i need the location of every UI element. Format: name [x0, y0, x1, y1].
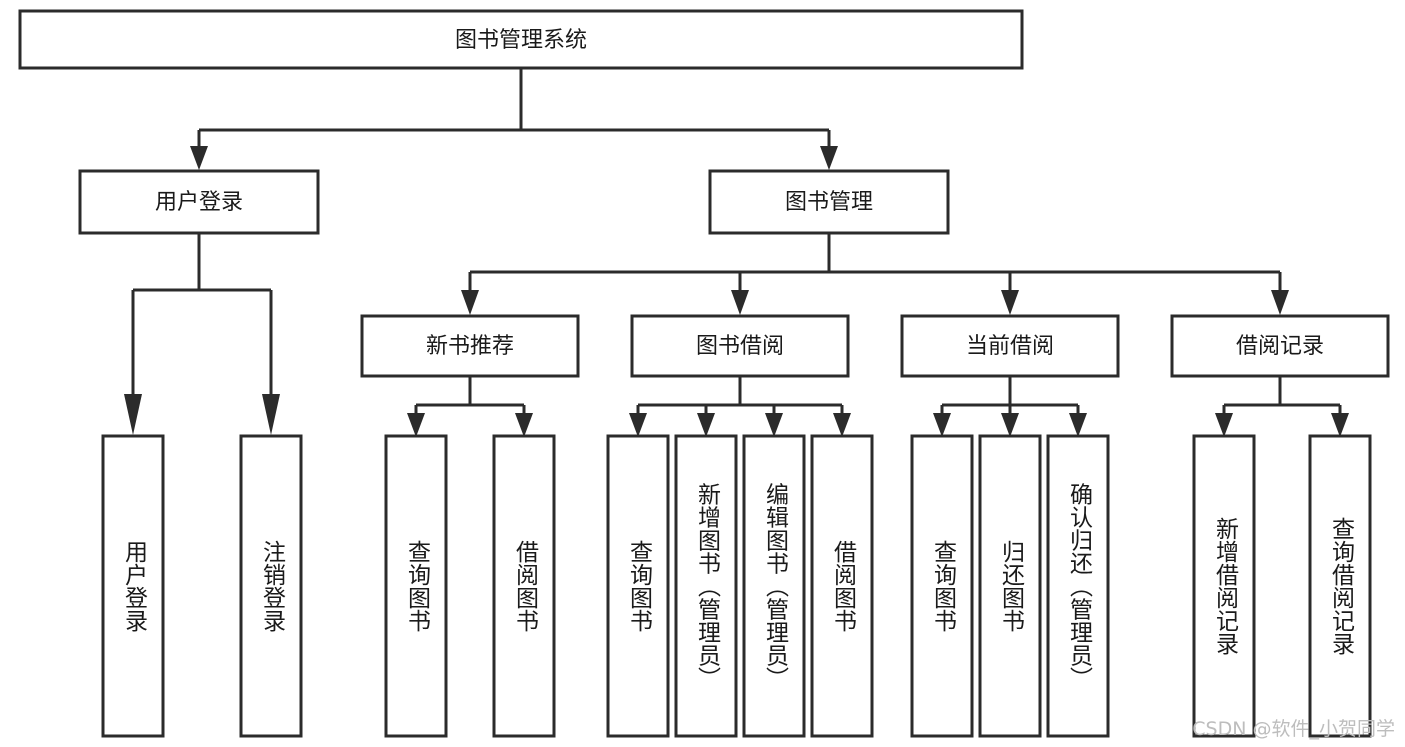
leaf-record-add-label: 新增借阅记录 — [1212, 517, 1240, 655]
leaf-user-login-logout-box[interactable] — [239, 434, 303, 738]
leaf-current-return[interactable]: 归还图书 — [978, 434, 1042, 738]
arrowhead-cb-leaf1 — [933, 413, 951, 437]
node-new-book-recommend-box[interactable] — [360, 314, 580, 378]
arrowhead-user-login — [190, 146, 208, 170]
leaf-current-return-label: 归还图书 — [998, 540, 1026, 632]
node-book-management-label: 图书管理 — [785, 190, 873, 215]
arrowhead-bb-leaf3 — [765, 413, 783, 437]
arrowhead-current — [1001, 290, 1019, 315]
leaf-current-query-label: 查询图书 — [930, 540, 958, 632]
leaf-borrow-query-box[interactable] — [606, 434, 670, 738]
leaf-record-query[interactable]: 查询借阅记录 — [1308, 434, 1372, 738]
leaf-newbook-query[interactable]: 查询图书 — [384, 434, 448, 738]
leaf-current-confirm-return-label: 确认归还（管理员） — [1066, 483, 1094, 690]
leaf-record-query-label: 查询借阅记录 — [1328, 517, 1356, 655]
leaf-user-login-login-label: 用户登录 — [121, 540, 149, 632]
node-book-borrow[interactable]: 图书借阅 — [630, 314, 850, 378]
arrowhead-leaf-user-login — [124, 394, 142, 435]
node-user-login-label: 用户登录 — [155, 190, 243, 215]
node-user-login[interactable]: 用户登录 — [78, 169, 320, 235]
leaf-user-login-login[interactable]: 用户登录 — [101, 434, 165, 738]
connector-layer — [124, 68, 1349, 437]
arrowhead-nb-leaf2 — [515, 413, 533, 437]
leaf-record-query-box[interactable] — [1308, 434, 1372, 738]
leaf-current-confirm-return[interactable]: 确认归还（管理员） — [1046, 434, 1110, 738]
node-current-borrow[interactable]: 当前借阅 — [900, 314, 1120, 378]
arrowhead-borrow — [731, 290, 749, 315]
leaf-borrow-query[interactable]: 查询图书 — [606, 434, 670, 738]
leaf-record-add-box[interactable] — [1192, 434, 1256, 738]
leaf-borrow-edit-box[interactable] — [742, 434, 806, 738]
leaf-borrow-query-label: 查询图书 — [626, 540, 654, 632]
leaf-current-query[interactable]: 查询图书 — [910, 434, 974, 738]
leaf-borrow-add-label: 新增图书（管理员） — [694, 483, 722, 690]
node-borrow-record[interactable]: 借阅记录 — [1170, 314, 1390, 378]
leaf-borrow-lend[interactable]: 借阅图书 — [810, 434, 874, 738]
arrowhead-cb-leaf2 — [1001, 413, 1019, 437]
leaf-newbook-query-box[interactable] — [384, 434, 448, 738]
leaf-borrow-edit-label: 编辑图书（管理员） — [762, 483, 790, 690]
node-book-borrow-box[interactable] — [630, 314, 850, 378]
node-book-management[interactable]: 图书管理 — [708, 169, 950, 235]
arrowhead-bb-leaf4 — [833, 413, 851, 437]
node-root[interactable]: 图书管理系统 — [18, 9, 1024, 70]
leaf-user-login-logout[interactable]: 注销登录 — [239, 434, 303, 738]
arrowhead-br-leaf2 — [1331, 413, 1349, 437]
csdn-watermark: CSDN @软件_小贺同学 — [1192, 718, 1395, 740]
node-new-book-recommend[interactable]: 新书推荐 — [360, 314, 580, 378]
leaf-newbook-borrow-label: 借阅图书 — [512, 540, 540, 632]
leaf-borrow-add-box[interactable] — [674, 434, 738, 738]
arrowhead-nb-leaf1 — [407, 413, 425, 437]
leaf-user-login-login-box[interactable] — [101, 434, 165, 738]
arrowhead-br-leaf1 — [1215, 413, 1233, 437]
leaf-borrow-lend-label: 借阅图书 — [830, 540, 858, 632]
node-borrow-record-box[interactable] — [1170, 314, 1390, 378]
arrowhead-cb-leaf3 — [1069, 413, 1087, 437]
leaf-borrow-edit[interactable]: 编辑图书（管理员） — [742, 434, 806, 738]
leaf-borrow-add[interactable]: 新增图书（管理员） — [674, 434, 738, 738]
leaf-newbook-borrow-box[interactable] — [492, 434, 556, 738]
leaf-newbook-borrow[interactable]: 借阅图书 — [492, 434, 556, 738]
arrowhead-newbook — [461, 290, 479, 315]
arrowhead-bb-leaf1 — [629, 413, 647, 437]
leaf-current-query-box[interactable] — [910, 434, 974, 738]
arrowhead-record — [1271, 290, 1289, 315]
arrowhead-leaf-logout — [262, 394, 280, 435]
node-new-book-recommend-label: 新书推荐 — [426, 334, 514, 359]
leaf-borrow-lend-box[interactable] — [810, 434, 874, 738]
node-book-borrow-label: 图书借阅 — [696, 334, 784, 359]
leaf-user-login-logout-label: 注销登录 — [259, 540, 287, 632]
arrowhead-book-mgmt — [820, 146, 838, 170]
arrowhead-bb-leaf2 — [697, 413, 715, 437]
leaf-newbook-query-label: 查询图书 — [404, 540, 432, 632]
node-root-label: 图书管理系统 — [455, 28, 587, 53]
leaf-current-confirm-return-box[interactable] — [1046, 434, 1110, 738]
leaf-current-return-box[interactable] — [978, 434, 1042, 738]
node-current-borrow-box[interactable] — [900, 314, 1120, 378]
node-user-login-box[interactable] — [78, 169, 320, 235]
node-borrow-record-label: 借阅记录 — [1236, 334, 1324, 359]
node-book-management-box[interactable] — [708, 169, 950, 235]
node-root-box[interactable] — [18, 9, 1024, 70]
node-current-borrow-label: 当前借阅 — [966, 334, 1054, 359]
leaf-record-add[interactable]: 新增借阅记录 — [1192, 434, 1256, 738]
